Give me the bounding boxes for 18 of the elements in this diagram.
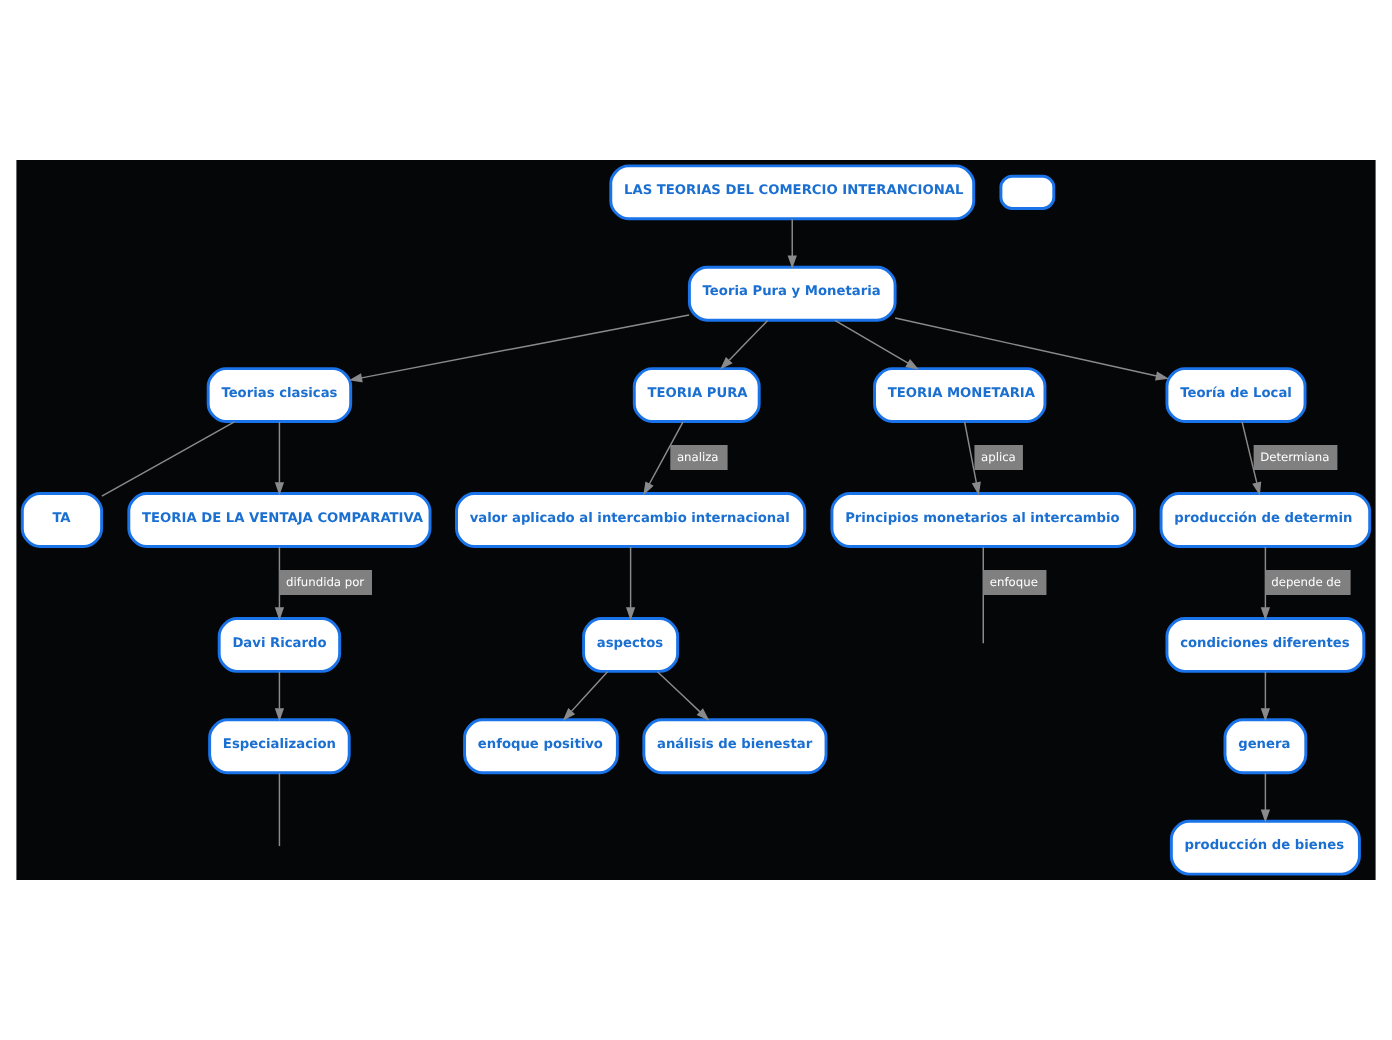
arrow (787, 218, 797, 269)
arrow (625, 546, 636, 621)
arrow (274, 421, 285, 496)
arrow (1241, 421, 1262, 496)
arrow (274, 670, 285, 722)
arrow (1260, 772, 1271, 823)
arrow (643, 421, 684, 496)
arrow (834, 319, 920, 370)
connector (278, 772, 281, 847)
arrow (1260, 670, 1271, 722)
arrow (963, 421, 981, 496)
arrow (656, 670, 710, 721)
node-box (999, 174, 1056, 210)
arrow (562, 670, 609, 721)
connector (101, 421, 236, 497)
arrow (894, 317, 1169, 381)
arrow (348, 314, 690, 383)
arrow (720, 319, 769, 370)
